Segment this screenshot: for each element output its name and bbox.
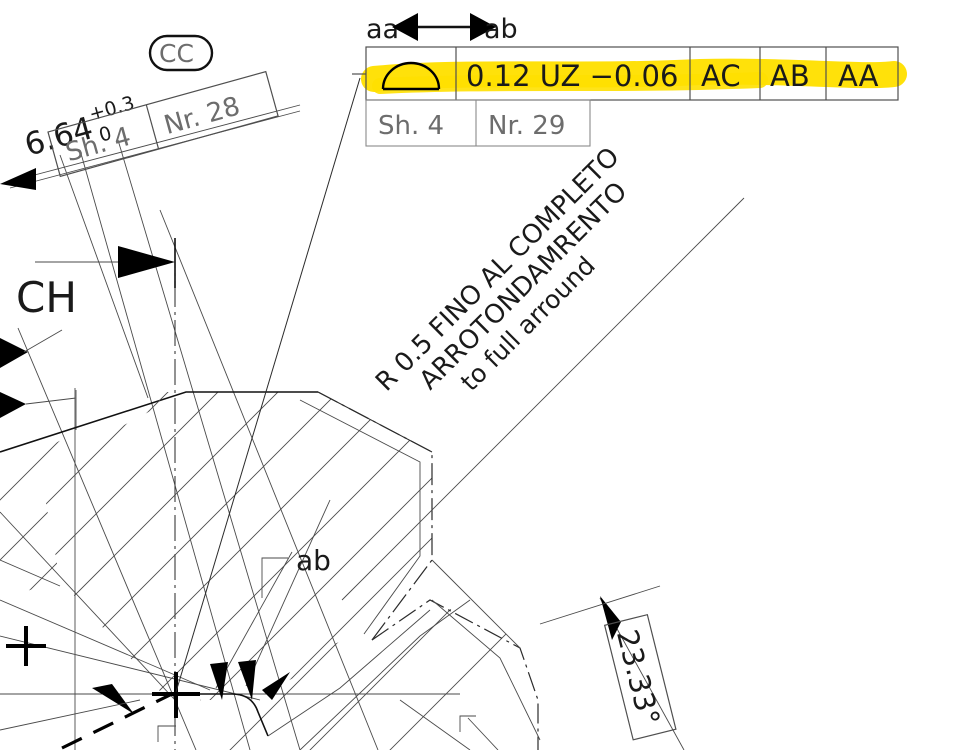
edge-arrowheads-left (0, 329, 77, 430)
dimension-lower-tolerance: 0 (97, 122, 115, 146)
profile-leader-lines (175, 77, 361, 700)
auxiliary-lines (0, 559, 499, 750)
datum-aa: AA (838, 59, 879, 93)
arrowhead-lower-left (92, 684, 134, 714)
dimension-upper-tolerance: +0.3 (87, 92, 137, 126)
frame-number-label: Nr. 29 (488, 111, 565, 141)
angle-dimension[interactable]: 23.33° (603, 613, 677, 741)
corner-tick (157, 715, 476, 742)
marker-highlight-stroke (361, 58, 907, 94)
section-label-aa: aa (366, 14, 399, 45)
radius-note-leader (341, 197, 745, 601)
frame-sub-table[interactable]: Sh. 4 Nr. 29 (365, 99, 591, 147)
datum-feature-cc-label: CC (159, 39, 194, 68)
section-label-ch: CH (16, 273, 77, 322)
radius-note-line-2: ARROTONDAMRENTO (414, 176, 633, 395)
angle-dimension-value: 23.33° (610, 626, 667, 729)
section-direction-indicator[interactable]: aa ab (366, 13, 518, 45)
double-headed-arrow-icon (392, 13, 496, 41)
ab-callout-leader (261, 557, 288, 598)
intersection-markers (6, 626, 200, 718)
profile-of-surface-icon (381, 61, 441, 91)
datum-ac: AC (701, 59, 741, 93)
surface-callout-ab: ab (296, 544, 331, 577)
dimension-number-label: Nr. 28 (161, 91, 244, 141)
tolerance-value: 0.12 UZ −0.06 (466, 59, 678, 93)
hidden-edge-dashed (61, 692, 173, 750)
frame-sheet-label: Sh. 4 (378, 111, 444, 141)
radius-note: R 0.5 FINO AL COMPLETO ARROTONDAMRENTO t… (370, 142, 633, 397)
feature-control-frame[interactable]: 0.12 UZ −0.06 AC AB AA (352, 46, 899, 101)
section-arrow-ch (35, 238, 176, 288)
datum-feature-cc[interactable]: CC (148, 34, 214, 72)
datum-ab: AB (770, 59, 810, 93)
section-label-ab: ab (484, 14, 518, 45)
